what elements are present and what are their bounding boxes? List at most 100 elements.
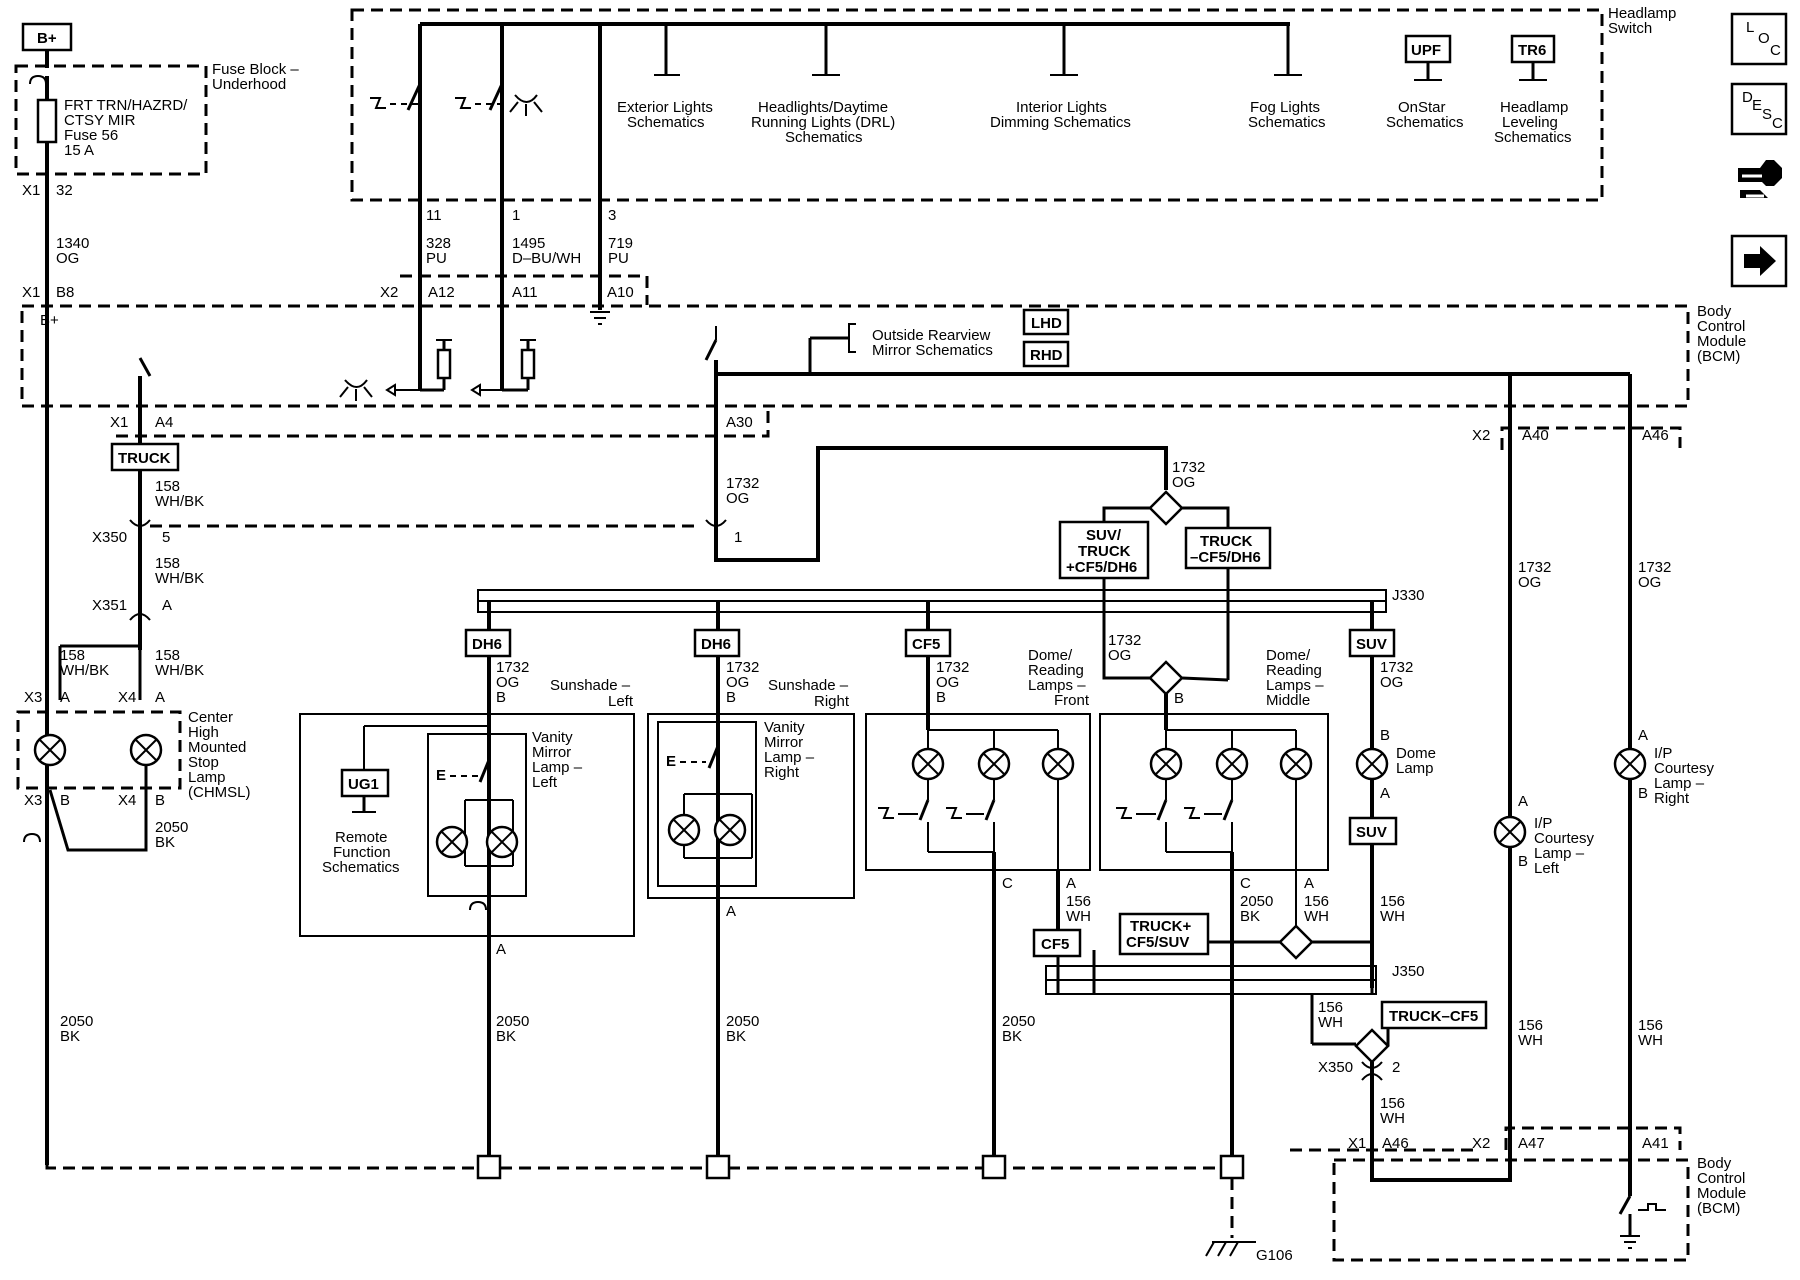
wire-1732-ssr-color: OG bbox=[726, 674, 749, 691]
fuse-block-label-2: Underhood bbox=[212, 76, 286, 93]
dl-2: Lamp bbox=[1396, 760, 1434, 777]
ug1-label: UG1 bbox=[348, 776, 379, 793]
pin-a41: A41 bbox=[1642, 1135, 1669, 1152]
wire-2050-d-num: 2050 bbox=[1002, 1013, 1035, 1030]
hl-drl-1: Headlights/Daytime bbox=[758, 99, 888, 116]
upf-label: UPF bbox=[1411, 42, 1441, 59]
desc-button[interactable]: D E S C bbox=[1730, 82, 1788, 136]
conn-x1-b: X1 bbox=[22, 284, 40, 301]
pin-c-df: C bbox=[1002, 875, 1013, 892]
suv-truck-3: +CF5/DH6 bbox=[1066, 559, 1137, 576]
ref-headlamp-leveling: TR6 Headlamp Leveling Schematics bbox=[1494, 34, 1572, 146]
wire-156-dm-color: WH bbox=[1304, 908, 1329, 925]
wire-156-j350-num: 156 bbox=[1318, 999, 1343, 1016]
pin-a-x4: A bbox=[155, 689, 165, 706]
ref-headlights-drl: Headlights/Daytime Running Lights (DRL) … bbox=[751, 24, 895, 146]
pin-2-x350: 2 bbox=[1392, 1059, 1400, 1076]
pin-b8: B8 bbox=[56, 284, 74, 301]
wire-2050-b-color: BK bbox=[496, 1028, 516, 1045]
tr6-label: TR6 bbox=[1518, 42, 1546, 59]
vanity-left-box bbox=[427, 733, 527, 897]
fog-lights-2: Schematics bbox=[1248, 114, 1326, 131]
wire-2050-chmsl-num: 2050 bbox=[155, 819, 188, 836]
chmsl-4: Stop bbox=[188, 754, 219, 771]
hll-3: Schematics bbox=[1494, 129, 1572, 146]
pin-c-dm: C bbox=[1240, 875, 1251, 892]
bcm-bplus: B+ bbox=[40, 312, 59, 329]
pin-b-x4: B bbox=[155, 792, 165, 809]
pin-a40: A40 bbox=[1522, 427, 1549, 444]
ground-splice-3 bbox=[981, 1154, 1007, 1180]
hl-drl-3: Schematics bbox=[785, 129, 863, 146]
pin-a12: A12 bbox=[428, 284, 455, 301]
wire-2050-b-num: 2050 bbox=[496, 1013, 529, 1030]
onstar-2: Schematics bbox=[1386, 114, 1464, 131]
conn-x1-d: X1 bbox=[1348, 1135, 1366, 1152]
bcm-bot-2: Control bbox=[1697, 1170, 1745, 1187]
dh6-box-right bbox=[693, 628, 741, 658]
dome-lamp-group: 1732 OG B Dome Lamp A SUV 156 WH bbox=[1348, 656, 1436, 988]
j350-label: J350 bbox=[1392, 963, 1425, 980]
dome-front-group: 1732 OG B Dome/ Reading Lamps – Front bbox=[865, 647, 1091, 1165]
bcm-bot-4: (BCM) bbox=[1697, 1200, 1740, 1217]
onstar-1: OnStar bbox=[1398, 99, 1446, 116]
ipr-3: Lamp – bbox=[1654, 775, 1705, 792]
cf5-lower: CF5 bbox=[1041, 936, 1069, 953]
ssr-1: Sunshade – bbox=[768, 677, 849, 694]
fuse-label-3: Fuse 56 bbox=[64, 127, 118, 144]
wire-1732-num-a: 1732 bbox=[726, 475, 759, 492]
hl-drl-2: Running Lights (DRL) bbox=[751, 114, 895, 131]
dl-1: Dome bbox=[1396, 745, 1436, 762]
pin-a-ssr: A bbox=[726, 903, 736, 920]
vl-2: Mirror bbox=[532, 744, 571, 761]
dm-3: Lamps – bbox=[1266, 677, 1324, 694]
bcm-bot-3: Module bbox=[1697, 1185, 1746, 1202]
suv-box-dome bbox=[1348, 628, 1396, 658]
g106-label: G106 bbox=[1256, 1247, 1293, 1264]
ground-splice-2 bbox=[705, 1154, 731, 1180]
wire-158-color-b: WH/BK bbox=[155, 570, 204, 587]
ipl-2: Courtesy bbox=[1534, 830, 1595, 847]
loc-button[interactable]: L O C bbox=[1730, 12, 1788, 66]
bcm-top-1: Body bbox=[1697, 303, 1732, 320]
ref-onstar: UPF OnStar Schematics bbox=[1386, 34, 1464, 131]
ipl-4: Left bbox=[1534, 860, 1560, 877]
fuse-block-label-1: Fuse Block – bbox=[212, 61, 299, 78]
conn-x4-b: X4 bbox=[118, 792, 136, 809]
hll-1: Headlamp bbox=[1500, 99, 1568, 116]
wire-1732-dm-color: OG bbox=[1108, 647, 1131, 664]
pin-a-x351: A bbox=[162, 597, 172, 614]
pin-a47: A47 bbox=[1518, 1135, 1545, 1152]
dm-2: Reading bbox=[1266, 662, 1322, 679]
fuse-label-4: 15 A bbox=[64, 142, 94, 159]
arrow-right-icon bbox=[1744, 246, 1776, 276]
int-lights-1: Interior Lights bbox=[1016, 99, 1107, 116]
wire-156-df-color: WH bbox=[1066, 908, 1091, 925]
pin-a-x3: A bbox=[60, 689, 70, 706]
df-2: Reading bbox=[1028, 662, 1084, 679]
wire-156-j350-color: WH bbox=[1318, 1014, 1343, 1031]
splice-156-lower bbox=[1354, 1028, 1390, 1064]
splice-156-mid bbox=[1278, 924, 1314, 960]
rf-1: Remote bbox=[335, 829, 388, 846]
wire-158-chmsl-l-num: 158 bbox=[60, 647, 85, 664]
wire-1732-ssl-num: 1732 bbox=[496, 659, 529, 676]
wire-2050-a-num: 2050 bbox=[60, 1013, 93, 1030]
wire-2050-d-color: BK bbox=[1002, 1028, 1022, 1045]
wire-1340-color: OG bbox=[56, 250, 79, 267]
connector-view-button[interactable] bbox=[1738, 160, 1782, 198]
pin-5: 5 bbox=[162, 529, 170, 546]
ext-lights-1: Exterior Lights bbox=[617, 99, 713, 116]
chmsl-2: High bbox=[188, 724, 219, 741]
bplus-label: B+ bbox=[37, 30, 57, 47]
ip-left-group: 1732 OG A B I/P Courtesy Lamp – Left 156… bbox=[1493, 559, 1595, 1049]
wire-1732-dl-num: 1732 bbox=[1380, 659, 1413, 676]
conn-x1-c: X1 bbox=[110, 414, 128, 431]
bcm-top-outline bbox=[20, 304, 1690, 408]
wire-158-num-b: 158 bbox=[155, 555, 180, 572]
pin-a11: A11 bbox=[512, 284, 538, 301]
fuse-56 bbox=[36, 98, 58, 144]
next-button[interactable] bbox=[1730, 234, 1788, 288]
